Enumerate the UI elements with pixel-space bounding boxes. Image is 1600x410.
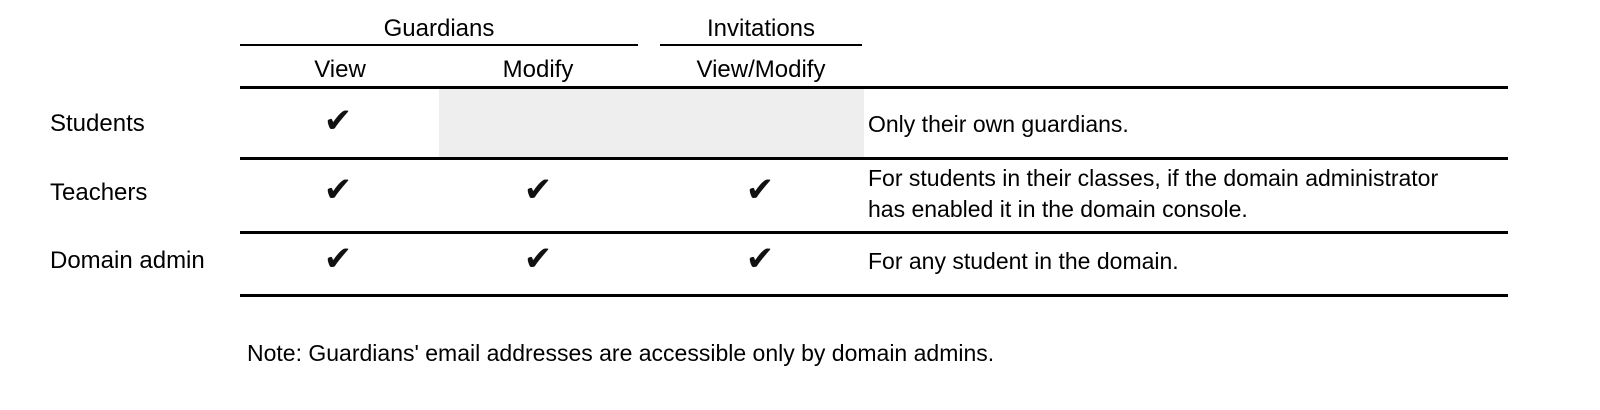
note-teachers-line-2: has enabled it in the domain console. [868, 196, 1248, 222]
note-students: Only their own guardians. [868, 109, 1528, 140]
group-header-invitations: Invitations [706, 15, 816, 42]
checkmark-students-guardians-view: ✔ [323, 101, 353, 141]
checkmark-teachers-invitations-view-modify: ✔ [745, 170, 775, 210]
shaded-cell-students-na [439, 89, 864, 157]
group-rule-guardians [240, 44, 638, 46]
column-header-view: View [314, 56, 366, 83]
table-rule-after-teachers [240, 231, 1508, 234]
checkmark-domain-admin-guardians-modify: ✔ [523, 239, 553, 279]
checkmark-teachers-guardians-modify: ✔ [523, 170, 553, 210]
column-header-view-modify: View/Modify [696, 56, 826, 83]
row-label-students: Students [50, 110, 145, 137]
checkmark-teachers-guardians-view: ✔ [323, 170, 353, 210]
note-teachers: For students in their classes, if the do… [868, 163, 1528, 225]
table-footnote: Note: Guardians' email addresses are acc… [247, 340, 995, 366]
note-students-line-1: Only their own guardians. [868, 111, 1129, 137]
row-label-teachers: Teachers [50, 179, 148, 206]
table-rule-bottom [240, 294, 1508, 297]
table-rule-top [240, 86, 1508, 89]
note-domain-admin-line-1: For any student in the domain. [868, 248, 1179, 274]
group-header-guardians: Guardians [383, 15, 495, 42]
checkmark-domain-admin-invitations-view-modify: ✔ [745, 239, 775, 279]
note-teachers-line-1: For students in their classes, if the do… [868, 165, 1439, 191]
group-rule-invitations [660, 44, 862, 46]
row-label-domain-admin: Domain admin [50, 247, 205, 274]
column-header-modify: Modify [502, 56, 574, 83]
checkmark-domain-admin-guardians-view: ✔ [323, 239, 353, 279]
table-rule-after-students [240, 157, 1508, 160]
note-domain-admin: For any student in the domain. [868, 246, 1528, 277]
